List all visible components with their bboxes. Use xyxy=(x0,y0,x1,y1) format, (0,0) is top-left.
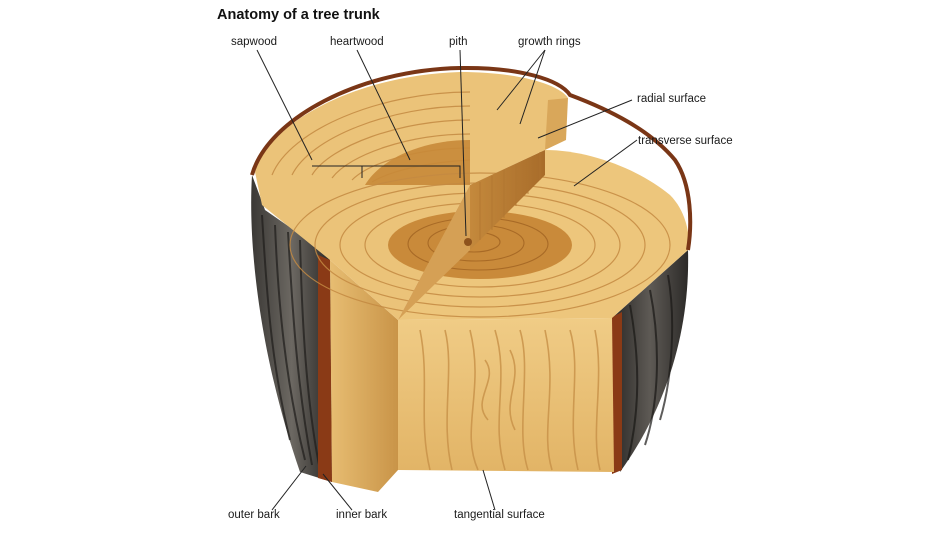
transverse-surface-leader xyxy=(573,139,638,187)
sapwood-heartwood-brace xyxy=(312,165,461,178)
radial-surface-leader xyxy=(537,99,633,139)
label-pith: pith xyxy=(449,36,468,48)
outer-bark-leader xyxy=(271,465,307,511)
tangential-surface-leader xyxy=(482,469,496,511)
diagram-title: Anatomy of a tree trunk xyxy=(217,7,380,23)
sapwood-leader xyxy=(256,49,313,161)
outer-bark-left xyxy=(251,175,332,482)
transverse-top-back xyxy=(255,72,568,320)
label-tangential-surface: tangential surface xyxy=(454,509,545,521)
label-radial-surface: radial surface xyxy=(637,93,707,105)
leader-lines xyxy=(256,49,638,511)
growth-rings-leader-a xyxy=(496,49,546,111)
label-outer-bark: outer bark xyxy=(228,509,280,521)
bark-rim-top xyxy=(250,65,693,251)
growth-rings-leader-b xyxy=(519,49,546,125)
inner-bark-leader xyxy=(322,473,353,511)
label-heartwood: heartwood xyxy=(330,36,384,48)
label-transverse-surface: transverse surface xyxy=(638,135,733,147)
radial-front-face xyxy=(330,260,398,492)
pith-center xyxy=(464,238,472,246)
inner-bark-left xyxy=(318,255,332,482)
tangential-surface-face xyxy=(398,318,614,472)
pith-leader xyxy=(459,49,467,237)
radial-surface-step xyxy=(398,185,470,320)
bark-texture-left xyxy=(261,214,321,471)
radial-grain xyxy=(479,152,541,240)
label-growth-rings: growth rings xyxy=(518,36,581,48)
bark-texture-right xyxy=(627,274,674,461)
tangential-grain xyxy=(419,329,601,471)
label-sapwood: sapwood xyxy=(231,36,278,48)
radial-surface-strip xyxy=(470,150,545,250)
heartwood-leader xyxy=(356,49,411,161)
radial-back-face xyxy=(545,98,568,150)
label-inner-bark: inner bark xyxy=(336,509,388,521)
